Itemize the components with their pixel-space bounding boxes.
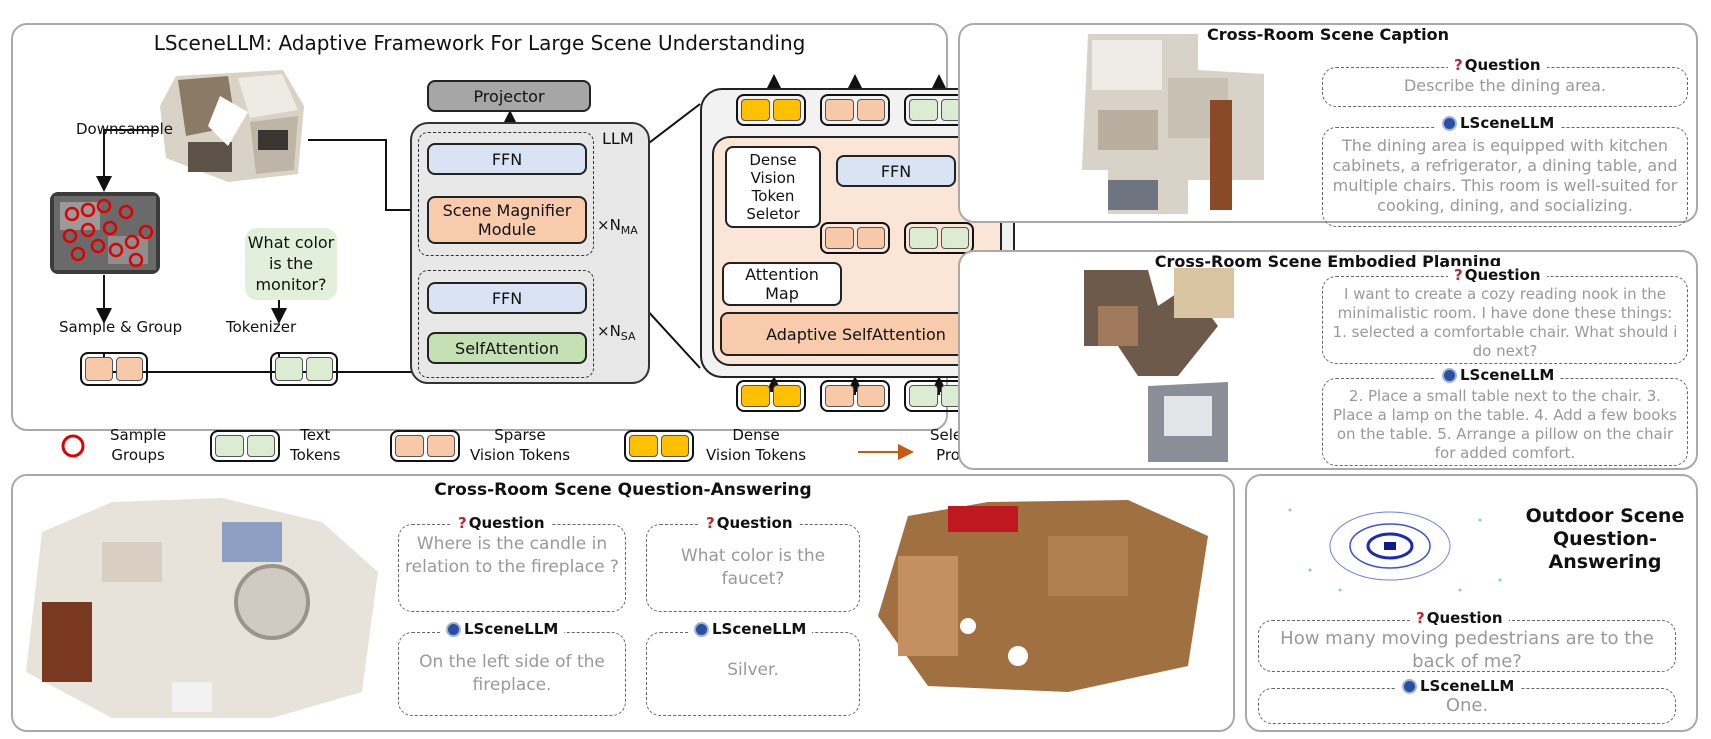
qa-a2-box: Silver. [646, 632, 860, 716]
scene-render-full [158, 66, 308, 186]
question-bubble-line: What color [247, 233, 335, 252]
qa-a1-text: On the left side of the fireplace. [419, 652, 605, 695]
caption-question-header: ?Question [1448, 56, 1547, 74]
qa-a1-box: On the left side of the fireplace. [398, 632, 626, 716]
planning-answer-box: 2. Place a small table next to the chair… [1322, 378, 1688, 466]
scene-magnifier-line: Scene Magnifier [442, 201, 572, 220]
outdoor-question-box: How many moving pedestrians are to the b… [1258, 620, 1676, 672]
qa-q2-header: ?Question [700, 514, 799, 532]
planning-answer-header: LSceneLLM [1436, 366, 1561, 384]
xn-ma-label: ×NMA [597, 216, 638, 237]
attention-map-line: Attention [745, 265, 819, 284]
sparse-tokens-input-detail [820, 380, 890, 412]
question-mark-icon: ? [1416, 609, 1425, 627]
qa-a2-header: LSceneLLM [688, 620, 813, 638]
dense-tokens-output [736, 94, 806, 126]
caption-answer-text: The dining area is equipped with kitchen… [1332, 136, 1678, 215]
downsample-label: Downsample [76, 120, 174, 138]
ffn-bottom-box: FFN [427, 282, 587, 314]
self-attention-group [418, 270, 594, 378]
qa-title: Cross-Room Scene Question-Answering [434, 480, 812, 500]
qa-q1-header: ?Question [452, 514, 551, 532]
qa-q1-text: Where is the candle in relation to the f… [405, 534, 619, 577]
tokenizer-label: Tokenizer [226, 318, 297, 336]
lscenellm-logo-icon [694, 621, 709, 637]
caption-answer-header: LSceneLLM [1436, 114, 1561, 132]
projector-box: Projector [427, 80, 591, 112]
caption-panel: Cross-Room Scene Caption [958, 23, 1698, 223]
dense-selector-line: Seletor [746, 205, 800, 223]
question-bubble: What color is the monitor? [245, 228, 337, 300]
llm-label: LLM [602, 129, 634, 148]
planning-answer-text: 2. Place a small table next to the chair… [1332, 387, 1677, 462]
legend-text-token [210, 430, 280, 462]
planning-question-box: I want to create a cozy reading nook in … [1322, 276, 1688, 364]
planning-question-header: ?Question [1448, 266, 1547, 284]
scene-magnifier-box: Scene Magnifier Module [427, 196, 587, 244]
outdoor-question-header: ?Question [1410, 609, 1509, 627]
qa-scene-render-right [868, 496, 1218, 696]
planning-title: Cross-Room Scene Embodied Planning [1154, 252, 1502, 271]
caption-scene-render [1078, 30, 1268, 218]
qa-q2-text: What color is the faucet? [680, 546, 826, 589]
xn-sa-label: ×NSA [597, 322, 636, 343]
self-attention-box: SelfAttention [427, 332, 587, 364]
ffn-right-box: FFN [836, 155, 956, 187]
lscenellm-logo-icon [446, 621, 461, 637]
magnifier-group [418, 132, 594, 256]
qa-a2-text: Silver. [727, 660, 779, 680]
outdoor-answer-text: One. [1445, 695, 1489, 716]
sparse-vision-tokens-input [80, 352, 148, 386]
question-mark-icon: ? [458, 514, 467, 532]
legend-dense-token [624, 430, 694, 462]
point-cloud-sampled [50, 192, 160, 274]
question-mark-icon: ? [1454, 266, 1463, 284]
caption-answer-box: The dining area is equipped with kitchen… [1322, 127, 1688, 227]
adaptive-self-attention-box: Adaptive SelfAttention [720, 312, 992, 356]
dense-selector-line: Dense [749, 151, 797, 169]
scene-magnifier-line: Module [477, 220, 537, 239]
question-bubble-line: is the [268, 254, 314, 273]
dense-selector-line: Vision [750, 169, 796, 187]
sparse-tokens-output [820, 94, 890, 126]
caption-question-text: Describe the dining area. [1403, 76, 1607, 95]
ffn-top-box: FFN [427, 143, 587, 175]
planning-scene-render [1078, 266, 1268, 466]
lscenellm-logo-icon [1442, 367, 1457, 383]
framework-title: LSceneLLM: Adaptive Framework For Large … [153, 31, 806, 55]
dense-tokens-input [736, 380, 806, 412]
caption-title: Cross-Room Scene Caption [1206, 25, 1450, 44]
attention-map-box: Attention Map [722, 262, 842, 306]
lscenellm-logo-icon [1402, 678, 1417, 694]
outdoor-answer-header: LSceneLLM [1396, 677, 1521, 695]
qa-scene-render-left [22, 492, 382, 722]
planning-question-text: I want to create a cozy reading nook in … [1332, 285, 1678, 360]
qa-a1-header: LSceneLLM [440, 620, 565, 638]
text-tokens-mid [904, 222, 974, 254]
qa-q1-box: Where is the candle in relation to the f… [398, 524, 626, 612]
dense-selector-line: Token [751, 187, 795, 205]
text-tokens-input [270, 352, 338, 386]
legend-sparse-token [390, 430, 460, 462]
qa-q2-box: What color is the faucet? [646, 524, 860, 612]
dense-token-selector-box: Dense Vision Token Seletor [725, 146, 821, 228]
sample-group-label: Sample & Group [59, 318, 183, 336]
question-mark-icon: ? [1454, 56, 1463, 74]
legend-sample-circle [61, 434, 85, 458]
lidar-scan-render [1260, 490, 1520, 602]
sparse-tokens-mid [820, 222, 890, 254]
lscenellm-logo-icon [1442, 115, 1457, 131]
attention-map-line: Map [765, 284, 799, 303]
outdoor-question-text: How many moving pedestrians are to the b… [1280, 628, 1654, 672]
question-mark-icon: ? [706, 514, 715, 532]
question-bubble-line: monitor? [255, 275, 327, 294]
